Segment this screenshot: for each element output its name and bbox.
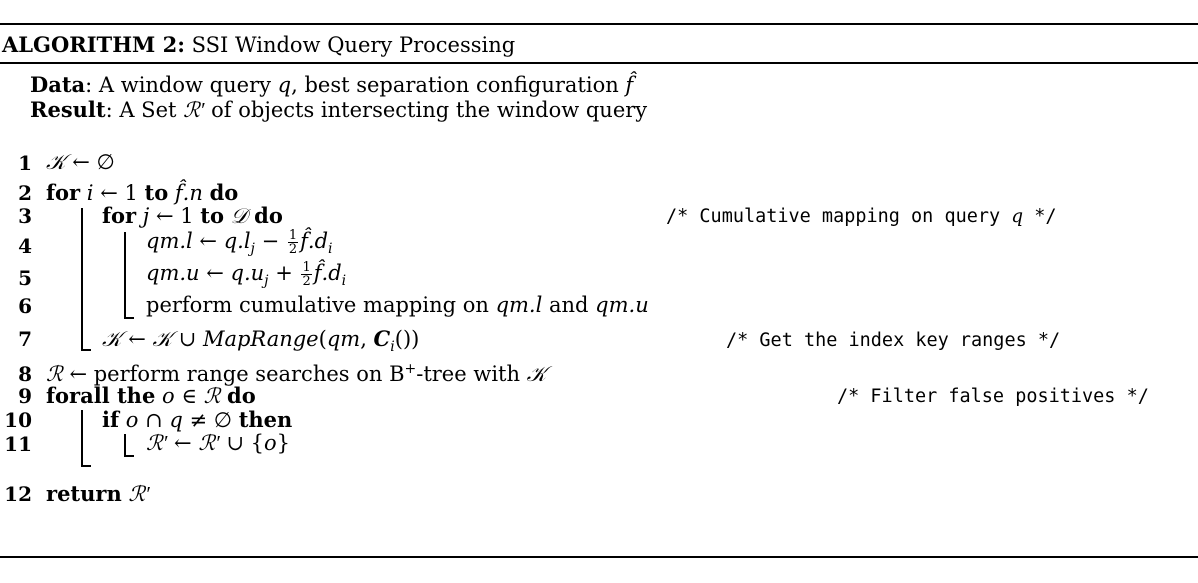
line-number: 8: [18, 362, 32, 386]
algorithm-header: ALGORITHM 2:: [2, 32, 185, 57]
line-number: 5: [18, 266, 32, 290]
block-bar-if: [124, 434, 126, 456]
algo-line-2: for i ← 1 to f̂.n do: [46, 180, 239, 205]
algo-line-6: perform cumulative mapping on qm.l and q…: [146, 293, 649, 317]
block-end-forall: [81, 465, 91, 467]
block-bar-for-i: [81, 208, 83, 350]
comment-line-9: /* Filter false positives */: [837, 386, 1149, 407]
algorithm-name: SSI Window Query Processing: [191, 33, 516, 57]
line-number: 1: [18, 151, 32, 175]
block-bar-forall: [81, 410, 83, 466]
line-number: 9: [18, 384, 32, 408]
algo-line-8: ℛ ← perform range searches on B+-tree wi…: [46, 361, 547, 386]
bottom-rule: [0, 556, 1198, 558]
line-number: 11: [4, 432, 32, 456]
block-end-for-i: [81, 349, 91, 351]
result-line: Result: A Set ℛ′ of objects intersecting…: [30, 97, 648, 122]
algo-line-11: ℛ′ ← ℛ′ ∪ {o}: [146, 431, 291, 455]
data-line: Data: A window query q, best separation …: [30, 72, 634, 97]
line-number: 10: [4, 408, 32, 432]
algo-line-1: 𝒦 ← ∅: [46, 150, 115, 174]
algo-line-3: for j ← 1 to 𝒟 do: [102, 203, 283, 228]
line-number: 3: [18, 204, 32, 228]
line-number: 2: [18, 181, 32, 205]
algo-line-12: return ℛ′: [46, 481, 150, 506]
algorithm-title: ALGORITHM 2: SSI Window Query Processing: [2, 32, 515, 57]
algo-line-7: 𝒦 ← 𝒦 ∪ MapRange(qm, Ci()): [102, 326, 420, 356]
block-bar-for-j: [124, 232, 126, 318]
line-number: 6: [18, 294, 32, 318]
comment-line-7: /* Get the index key ranges */: [726, 330, 1061, 351]
result-label: Result: [30, 97, 106, 122]
line-number: 4: [18, 234, 32, 258]
line-number: 7: [18, 327, 32, 351]
algo-line-9: forall the o ∈ ℛ do: [46, 383, 256, 408]
comment-line-3: /* Cumulative mapping on query q */: [666, 206, 1057, 227]
data-label: Data: [30, 72, 86, 97]
block-end-if: [124, 455, 134, 457]
block-end-for-j: [124, 317, 134, 319]
top-rule: [0, 23, 1198, 25]
algo-line-10: if o ∩ q ≠ ∅ then: [102, 407, 293, 432]
header-rule: [0, 62, 1198, 64]
line-number: 12: [4, 482, 32, 506]
